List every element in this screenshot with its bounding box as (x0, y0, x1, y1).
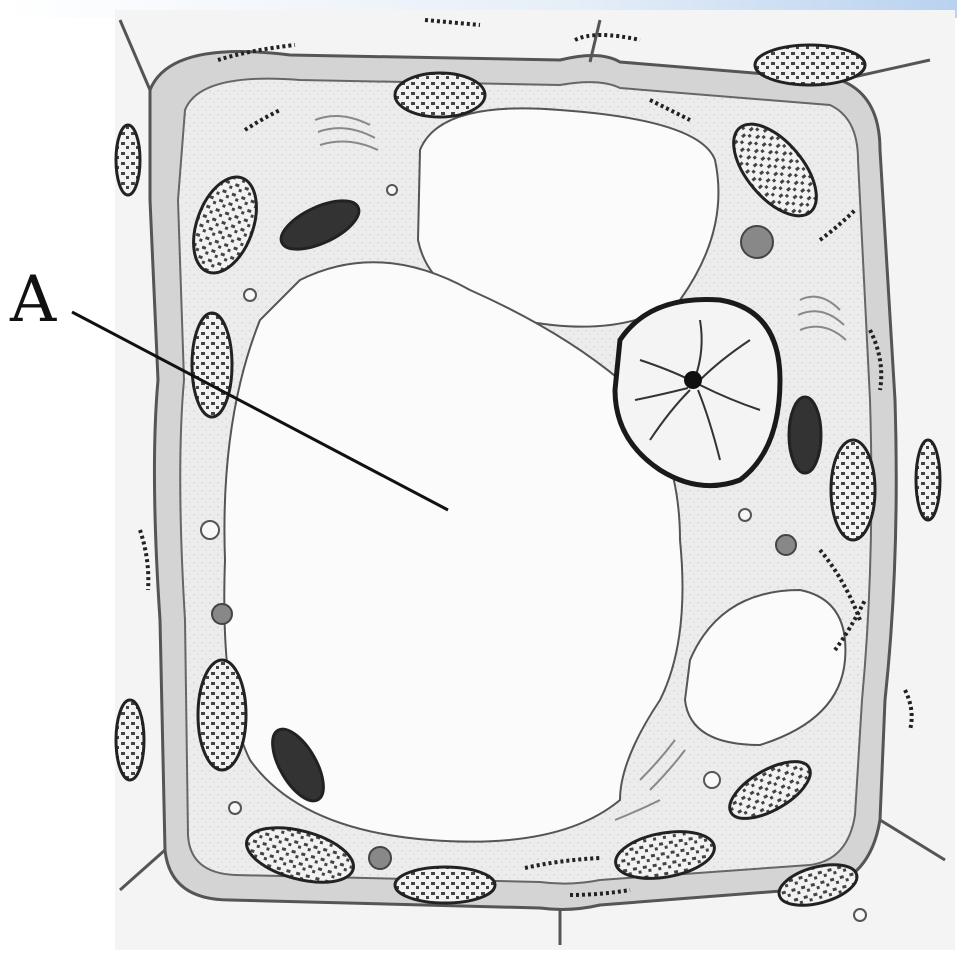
nucleolus (684, 371, 702, 389)
label-a: A (10, 268, 56, 332)
